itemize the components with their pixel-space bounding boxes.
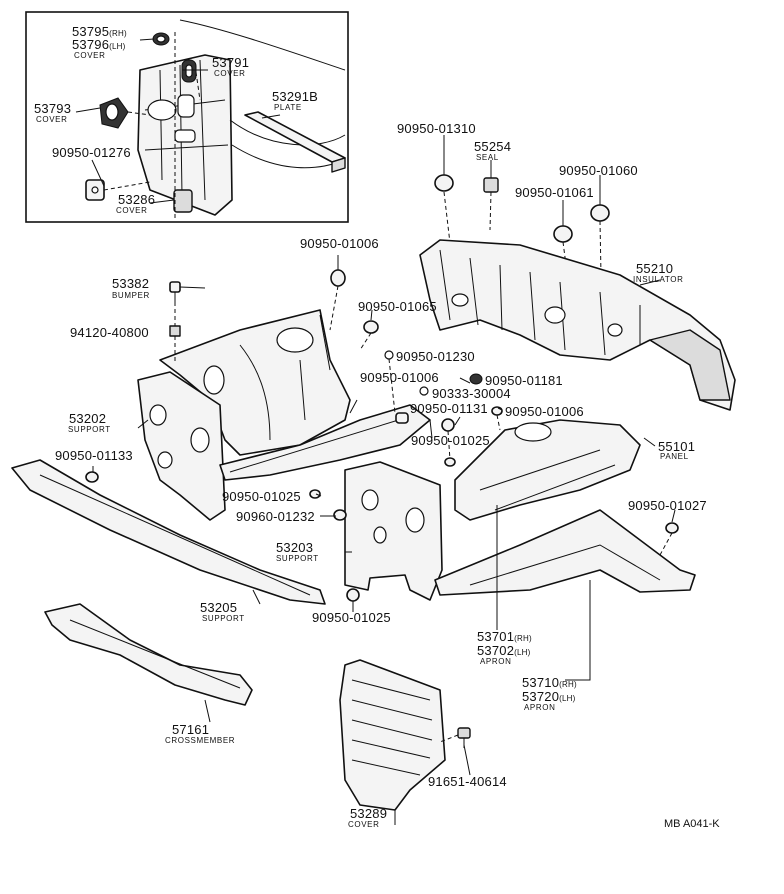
plug-90950-01065-icon — [363, 320, 379, 334]
label-53791-name: COVER — [214, 69, 246, 78]
label-90950-01060: 90950-01060 — [559, 163, 638, 178]
label-90950-01027: 90950-01027 — [628, 498, 707, 513]
crossmember-57161 — [44, 603, 253, 706]
label-53202: 53202 — [69, 411, 107, 426]
apron-53710 — [434, 509, 696, 596]
label-53203-name: SUPPORT — [276, 554, 319, 563]
label-53291b-name: PLATE — [274, 103, 302, 112]
label-53720-name: APRON — [524, 703, 556, 712]
clip-90333-30004-icon — [419, 386, 429, 396]
label-53291b: 53291B — [272, 89, 319, 104]
label-53795: 53795(RH) — [72, 24, 127, 39]
plug-90950-01025c-icon — [346, 588, 360, 602]
label-53205: 53205 — [200, 600, 238, 615]
plug-90950-01006b-icon — [395, 412, 409, 424]
label-53796: 53796(LH) — [72, 37, 126, 52]
nut-94120-40800-icon — [169, 325, 181, 337]
plug-90950-01310-icon — [434, 174, 454, 192]
bumper-53382-icon — [169, 281, 181, 302]
plate-53291b-icon — [244, 111, 346, 173]
inset-panel — [137, 19, 346, 216]
label-55101: 55101 — [658, 439, 696, 454]
screw-91651-40614-icon — [457, 727, 471, 748]
plug-90950-01061-icon — [553, 225, 573, 243]
plug-90950-01060-icon — [590, 204, 610, 222]
plug-90950-01230-icon — [384, 350, 394, 360]
label-90950-01065: 90950-01065 — [358, 299, 437, 314]
label-57161: 57161 — [172, 722, 210, 737]
plug-90950-01006a-icon — [330, 269, 346, 287]
label-90950-01276: 90950-01276 — [52, 145, 131, 160]
label-53205-name: SUPPORT — [202, 614, 245, 623]
seal-55254-icon — [483, 177, 499, 193]
label-53382: 53382 — [112, 276, 150, 291]
cover-53791-icon — [181, 59, 197, 83]
support-53205-bar — [11, 459, 326, 605]
label-53202-name: SUPPORT — [68, 425, 111, 434]
label-55210-name: INSULATOR — [633, 275, 684, 284]
support-53203-panel — [344, 461, 443, 601]
label-55254: 55254 — [474, 139, 512, 154]
cover-53286-icon — [173, 189, 193, 213]
label-90960-01232: 90960-01232 — [236, 509, 315, 524]
cover-53289 — [339, 659, 446, 811]
label-90950-01181: 90950-01181 — [485, 373, 563, 388]
label-53720: 53720(LH) — [522, 689, 576, 704]
plug-90950-01131-icon — [441, 418, 455, 432]
label-57161-name: CROSSMEMBER — [165, 736, 236, 745]
dash-insulator-55210 — [419, 239, 736, 411]
label-90950-01133: 90950-01133 — [55, 448, 133, 463]
label-90950-01230: 90950-01230 — [396, 349, 475, 364]
label-53710: 53710(RH) — [522, 675, 577, 690]
label-90950-01310: 90950-01310 — [397, 121, 476, 136]
label-53701: 53701(RH) — [477, 629, 532, 644]
label-90333-30004: 90333-30004 — [432, 386, 511, 401]
cover-53793-icon — [99, 97, 129, 129]
label-90950-01025-a: 90950-01025 — [411, 433, 490, 448]
left-wheelhouse — [159, 309, 351, 456]
label-55210: 55210 — [636, 261, 674, 276]
label-53702: 53702(LH) — [477, 643, 531, 658]
label-90950-01006-c: 90950-01006 — [505, 404, 584, 419]
plug-90950-01133-icon — [85, 471, 99, 483]
label-94120-40800: 94120-40800 — [70, 325, 149, 340]
diagram-code: MB A041-K — [664, 818, 720, 830]
label-53289-name: COVER — [348, 820, 380, 829]
label-53793-name: COVER — [36, 115, 68, 124]
label-53286: 53286 — [118, 192, 156, 207]
label-53382-name: BUMPER — [112, 291, 150, 300]
plug-90950-01025b-icon — [309, 489, 321, 499]
label-91651-40614: 91651-40614 — [428, 774, 507, 789]
plug-90950-01181-icon — [469, 373, 483, 385]
label-90950-01006-a: 90950-01006 — [300, 236, 379, 251]
center-rail — [219, 404, 431, 481]
label-53793: 53793 — [34, 101, 72, 116]
plug-90950-01006c-icon — [491, 406, 503, 416]
label-90950-01025-b: 90950-01025 — [222, 489, 301, 504]
label-53289: 53289 — [350, 806, 388, 821]
plug-90960-01232-icon — [333, 509, 347, 521]
label-53791: 53791 — [212, 55, 250, 70]
plug-90950-01027-icon — [665, 522, 679, 534]
cover-53795-icon — [152, 32, 170, 46]
inset-frame — [25, 11, 349, 223]
support-53202-panel — [137, 371, 226, 521]
label-90950-01061: 90950-01061 — [515, 185, 594, 200]
right-wheelhouse — [454, 419, 641, 521]
plug-90950-01276-icon — [85, 179, 105, 201]
plug-90950-01025a-icon — [444, 457, 456, 467]
label-53702-name: APRON — [480, 657, 512, 666]
label-90950-01006-b: 90950-01006 — [360, 370, 439, 385]
label-53796-name: COVER — [74, 51, 106, 60]
label-90950-01131: 90950-01131 — [410, 401, 488, 416]
label-53286-name: COVER — [116, 206, 148, 215]
label-55254-name: SEAL — [476, 153, 499, 162]
label-55101-name: PANEL — [660, 452, 689, 461]
label-53203: 53203 — [276, 540, 314, 555]
label-90950-01025-c: 90950-01025 — [312, 610, 391, 625]
